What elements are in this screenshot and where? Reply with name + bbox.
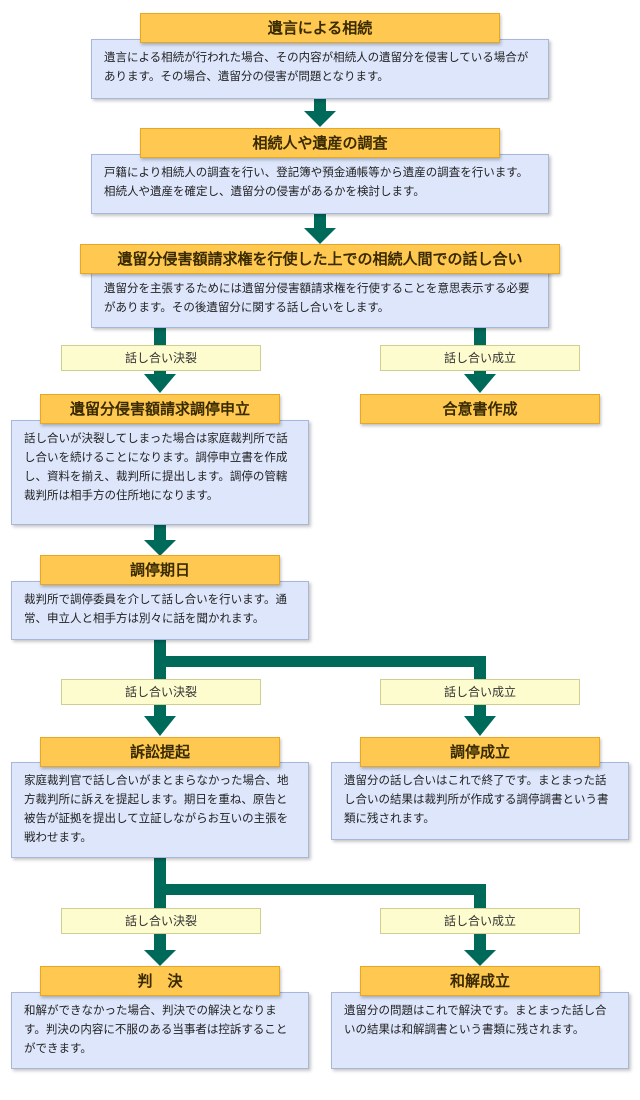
branch-label-success: 話し合い成立 (380, 345, 580, 371)
step-desc-heir-estate-survey: 戸籍により相続人の調査を行い、登記簿や預金通帳等から遺産の調査を行います。相続人… (91, 154, 549, 214)
step-desc-settlement: 遺留分の問題はこれで解決です。まとまった話し合いの結果は和解調書という書類に残さ… (331, 992, 629, 1069)
branch-label-fail: 話し合い決裂 (61, 908, 261, 934)
step-title-judgment: 判 決 (40, 966, 280, 996)
step-desc-mediation-success: 遺留分の話し合いはこれで終了です。まとまった話し合いの結果は裁判所が作成する調停… (331, 762, 629, 840)
step-desc-inheritance-by-will: 遺言による相続が行われた場合、その内容が相続人の遺留分を侵害している場合がありま… (91, 39, 549, 99)
step-title-heir-discussion: 遺留分侵害額請求権を行使した上での相続人間での話し合い (80, 244, 560, 274)
step-desc-heir-discussion: 遺留分を主張するためには遺留分侵害額請求権を行使することを意思表示する必要があり… (91, 270, 549, 328)
branch-label-success: 話し合い成立 (380, 679, 580, 705)
step-desc-judgment: 和解ができなかった場合、判決での解決となります。判決の内容に不服のある当事者は控… (11, 992, 309, 1069)
step-title-mediation-success: 調停成立 (360, 737, 600, 767)
step-desc-mediation-petition: 話し合いが決裂してしまった場合は家庭裁判所で話し合いを続けることになります。調停… (11, 420, 309, 525)
step-title-settlement: 和解成立 (360, 966, 600, 996)
step-title-mediation-date: 調停期日 (40, 555, 280, 585)
step-title-heir-estate-survey: 相続人や遺産の調査 (140, 128, 500, 158)
branch-label-success: 話し合い成立 (380, 908, 580, 934)
step-desc-lawsuit: 家庭裁判官で話し合いがまとまらなかった場合、地方裁判所に訴えを提起します。期日を… (11, 762, 309, 858)
branch-label-fail: 話し合い決裂 (61, 345, 261, 371)
step-title-agreement-document: 合意書作成 (360, 394, 600, 424)
step-title-lawsuit: 訴訟提起 (40, 737, 280, 767)
step-desc-mediation-date: 裁判所で調停委員を介して話し合いを行います。通常、申立人と相手方は別々に話を聞か… (11, 581, 309, 640)
step-title-mediation-petition: 遺留分侵害額請求調停申立 (40, 394, 280, 424)
step-title-inheritance-by-will: 遺言による相続 (140, 13, 500, 43)
branch-label-fail: 話し合い決裂 (61, 679, 261, 705)
